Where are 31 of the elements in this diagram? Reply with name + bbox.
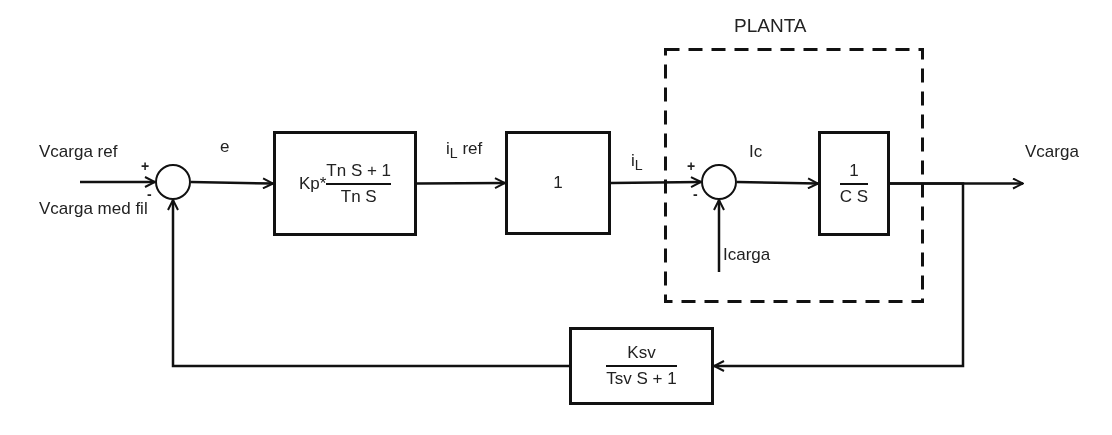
signal-arrow <box>417 177 506 190</box>
gain-term: Kp* <box>298 173 327 194</box>
sign-label: + <box>687 158 696 174</box>
sign-label: + <box>141 158 150 174</box>
denominator: Tn S <box>340 186 377 207</box>
signal-arrow <box>190 177 274 190</box>
signal-arrow <box>713 182 965 372</box>
signal-arrow <box>80 176 156 188</box>
group-title: PLANTA <box>734 15 807 37</box>
signal-arrow <box>167 199 569 368</box>
signal-label: Vcarga ref <box>38 143 119 162</box>
signal-label: Vcarga <box>1024 143 1080 162</box>
signal-arrow <box>611 176 702 189</box>
numerator: Ksv <box>627 343 656 363</box>
transfer-function-block <box>818 131 890 236</box>
numerator: Tn S + 1 <box>326 160 392 181</box>
transfer-function-block <box>505 131 611 235</box>
sign-label: - <box>147 186 152 202</box>
denominator: Tsv S + 1 <box>606 369 677 389</box>
summing-junction <box>701 164 737 200</box>
numerator: 1 <box>849 160 859 181</box>
signal-label: Icarga <box>722 246 772 265</box>
denominator: C S <box>839 186 869 207</box>
signal-label: Vcarga med fil <box>38 200 149 219</box>
transfer-function-block <box>569 327 714 405</box>
signal-arrow <box>736 177 819 190</box>
summing-junction <box>155 164 191 200</box>
gain-value: 1 <box>553 173 563 193</box>
signal-arrow <box>713 199 725 272</box>
transfer-function-block <box>273 131 417 236</box>
sign-label: - <box>693 186 698 202</box>
